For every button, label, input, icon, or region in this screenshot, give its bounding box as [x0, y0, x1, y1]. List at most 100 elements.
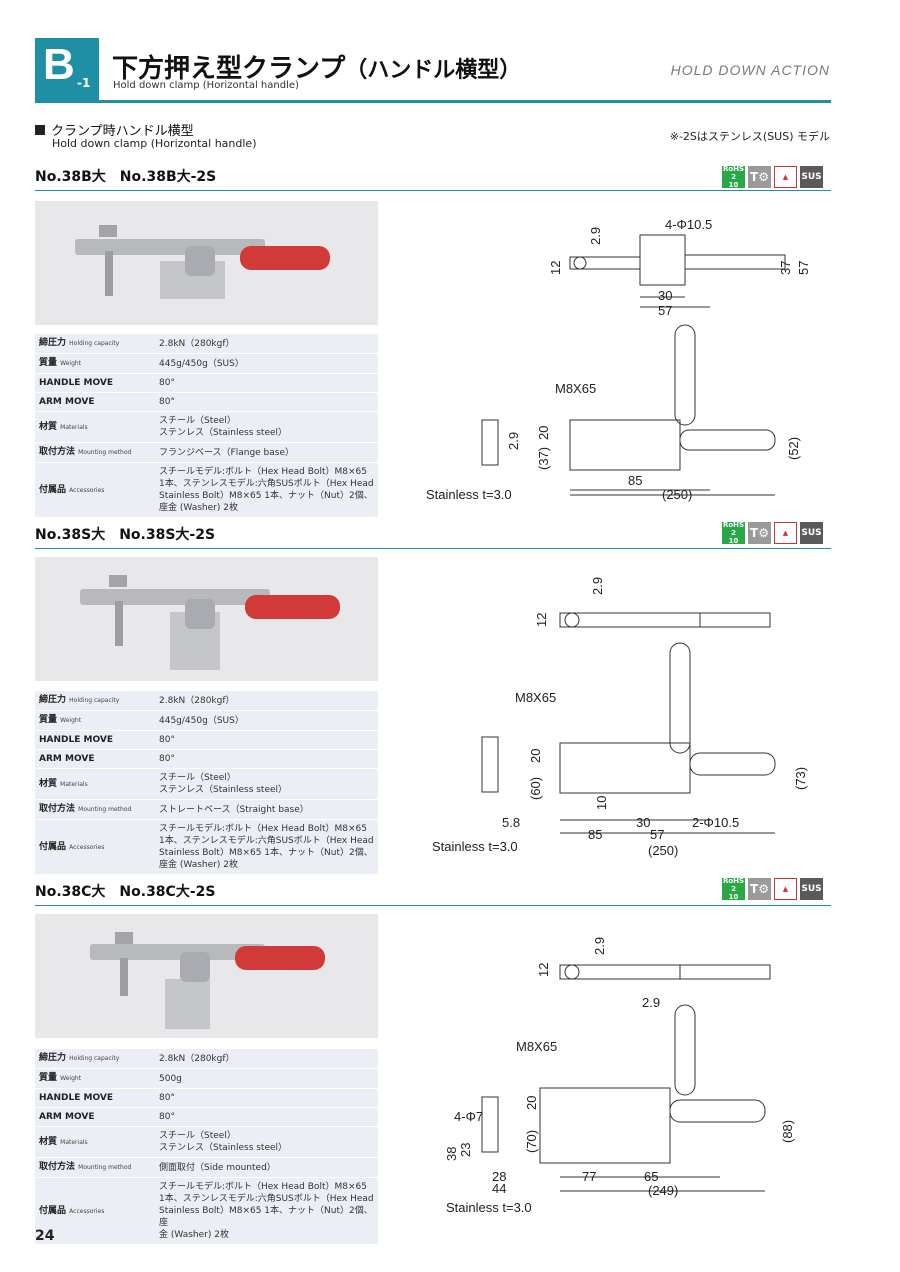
technical-drawing: 2.9 12 M8X65 20 (60) (73) 10 5.8 30 57 8… — [432, 577, 808, 858]
model-title: No.38B大 No.38B大-2S — [35, 169, 217, 185]
model-title: No.38C大 No.38C大-2S — [35, 884, 216, 900]
dim-label: 37 — [778, 261, 793, 275]
dim-label: 57 — [650, 827, 664, 842]
dim-label: 12 — [548, 261, 563, 275]
header-rule — [35, 100, 831, 103]
clamp-photo-illustration — [80, 575, 340, 670]
dim-label: 38 — [444, 1147, 459, 1161]
rohs-icon: RoHS 2 10 — [722, 521, 745, 545]
dim-label: 20 — [524, 1096, 539, 1110]
sus-icon: SUS — [800, 166, 823, 188]
section-title: クランプ時ハンドル横型 — [35, 120, 194, 139]
material-label: Stainless t=3.0 — [432, 839, 518, 854]
dim-label: 2.9 — [592, 937, 607, 955]
warning-icon: ▲ — [774, 878, 797, 900]
dim-label: (249) — [648, 1183, 678, 1198]
tool-icon: T⚙ — [748, 878, 771, 900]
material-label: Stainless t=3.0 — [426, 487, 512, 502]
dim-label: 30 — [636, 815, 650, 830]
page-title: 下方押え型クランプ（ハンドル横型） — [112, 54, 522, 84]
model-rule — [35, 548, 831, 549]
tool-icon: T⚙ — [748, 522, 771, 544]
product-photo — [35, 201, 378, 325]
dim-label: 2.9 — [506, 432, 521, 450]
dim-label: 2-Φ10.5 — [692, 815, 739, 830]
model-rule — [35, 905, 831, 906]
dim-label: 23 — [458, 1143, 473, 1157]
dim-label: 57 — [796, 261, 811, 275]
model-rule — [35, 190, 831, 191]
technical-drawing: 2.9 12 2.9 M8X65 20 4-Φ7 (70) (88) 38 23… — [444, 937, 795, 1215]
model-title: No.38S大 No.38S大-2S — [35, 527, 216, 543]
dim-label: 44 — [492, 1181, 506, 1196]
dim-label: 4-Φ10.5 — [665, 217, 712, 232]
dim-label: 20 — [536, 426, 551, 440]
cert-icons: RoHS 2 10 T⚙ ▲ SUS — [722, 877, 823, 901]
product-photo — [35, 914, 378, 1038]
sus-icon: SUS — [800, 878, 823, 900]
badge-letter: B — [43, 40, 75, 89]
dim-label: 85 — [588, 827, 602, 842]
page-subtitle: Hold down clamp (Horizontal handle) — [113, 80, 299, 91]
dim-label: M8X65 — [516, 1039, 557, 1054]
warning-icon: ▲ — [774, 166, 797, 188]
badge-sub: -1 — [77, 76, 91, 90]
category-label: HOLD DOWN ACTION — [670, 62, 830, 78]
material-label: Stainless t=3.0 — [446, 1200, 532, 1215]
product-photo — [35, 557, 378, 681]
dim-label: (37) — [536, 447, 551, 470]
dim-label: (250) — [648, 843, 678, 858]
section-badge: B -1 — [35, 38, 99, 100]
square-bullet-icon — [35, 125, 45, 135]
dim-label: 85 — [628, 473, 642, 488]
dim-label: M8X65 — [515, 690, 556, 705]
dim-label: (70) — [524, 1130, 539, 1153]
dim-label: 57 — [658, 303, 672, 318]
dim-label: (73) — [793, 767, 808, 790]
dim-label: (60) — [528, 777, 543, 800]
sus-icon: SUS — [800, 522, 823, 544]
dim-label: (52) — [786, 437, 801, 460]
dim-label: 2.9 — [588, 227, 603, 245]
dim-label: 28 — [492, 1169, 506, 1184]
dim-label: 2.9 — [590, 577, 605, 595]
dim-label: 4-Φ7 — [454, 1109, 483, 1124]
dim-label: 30 — [658, 288, 672, 303]
dim-label: 12 — [536, 963, 551, 977]
tool-icon: T⚙ — [748, 166, 771, 188]
dim-label: 10 — [594, 796, 609, 810]
dim-label: 12 — [534, 613, 549, 627]
dim-label: M8X65 — [555, 381, 596, 396]
cert-icons: RoHS 2 10 T⚙ ▲ SUS — [722, 521, 823, 545]
sus-note: ※-2Sはステンレス(SUS) モデル — [669, 130, 830, 143]
dim-label: (250) — [662, 487, 692, 502]
technical-drawing: 4-Φ10.5 2.9 12 37 57 30 57 M8X65 20 2.9 … — [426, 217, 811, 502]
clamp-photo-illustration — [75, 225, 330, 299]
section-subtitle: Hold down clamp (Horizontal handle) — [52, 137, 257, 150]
rohs-icon: RoHS 2 10 — [722, 165, 745, 189]
clamp-photo-illustration — [90, 932, 325, 1029]
rohs-icon: RoHS 2 10 — [722, 877, 745, 901]
warning-icon: ▲ — [774, 522, 797, 544]
